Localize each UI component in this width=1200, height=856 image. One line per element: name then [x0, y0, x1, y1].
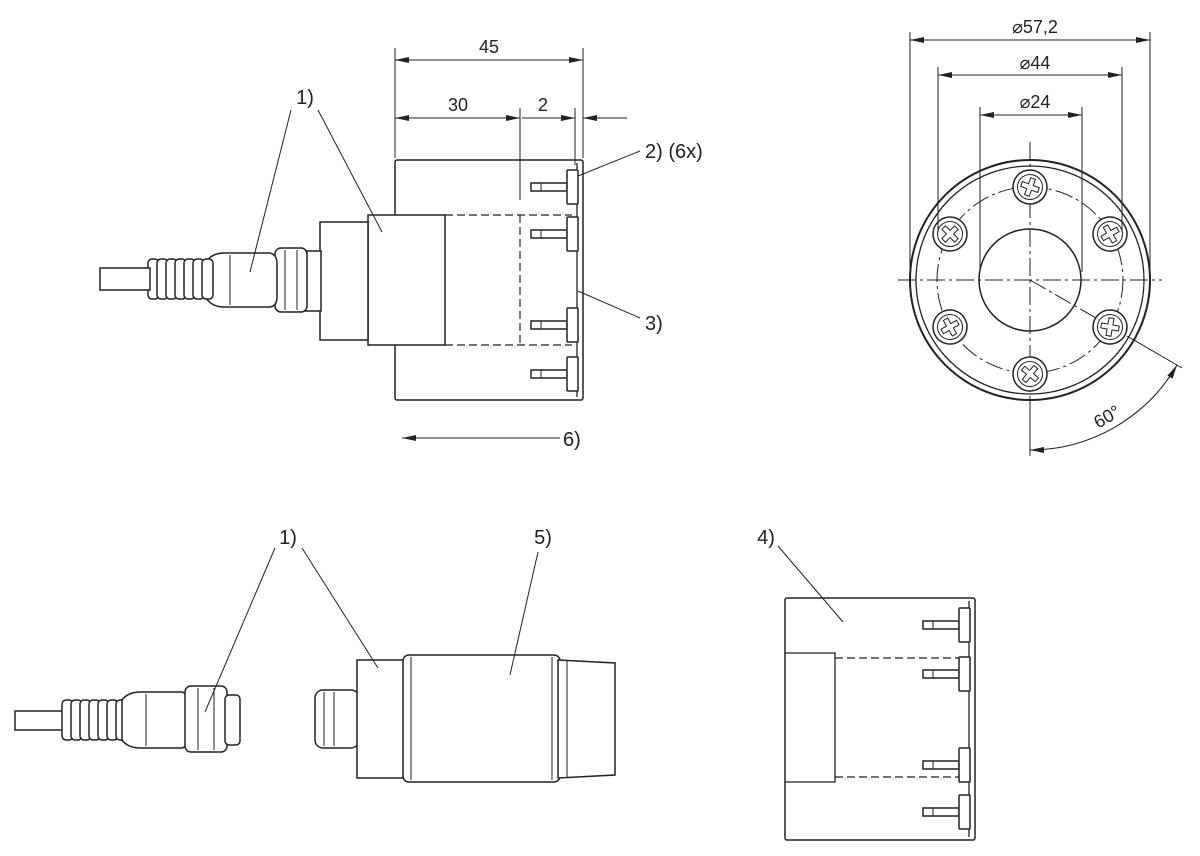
- boot-ridge: [201, 258, 214, 300]
- screw-shaft: [530, 182, 568, 192]
- angle-dimension-arc: [1029, 364, 1178, 453]
- phillips-screw-icon: [1012, 169, 1048, 205]
- connector-body: [121, 691, 189, 749]
- leader-line: [204, 547, 276, 713]
- phillips-screw-icon: [1092, 216, 1128, 252]
- mount-view: 4): [757, 527, 976, 841]
- screw-shaft: [530, 320, 568, 330]
- leader-line: [301, 547, 379, 669]
- mount-inner-step: [785, 652, 836, 783]
- screw-shaft: [922, 620, 960, 630]
- phillips-screw-icon: [932, 216, 968, 252]
- screw-side: [922, 607, 971, 643]
- dimension-label-bore: ⌀24: [1020, 92, 1051, 112]
- screw-head-inner: [1017, 174, 1043, 200]
- side-screws: [922, 607, 971, 830]
- screw-head: [566, 216, 579, 252]
- front-screws: [932, 169, 1128, 392]
- callout-label-2: 2) (6x): [645, 141, 703, 163]
- screw-head: [958, 747, 971, 783]
- leader-line: [249, 109, 292, 273]
- screw-side: [530, 169, 579, 205]
- leader-line: [777, 545, 844, 623]
- leader-line: [509, 551, 539, 676]
- cable-boot: [147, 258, 214, 300]
- cable: [14, 710, 66, 731]
- screw-side: [530, 307, 579, 343]
- sensor-front-cap: [557, 659, 616, 779]
- callout-label-5: 5): [534, 527, 552, 549]
- cable-boot: [61, 699, 128, 741]
- phillips-screw-icon: [1092, 309, 1128, 345]
- mount-housing: [784, 597, 976, 841]
- dimension-label-outer: ⌀57,2: [1012, 17, 1058, 37]
- screw-side: [530, 356, 579, 392]
- screw-head: [566, 307, 579, 343]
- screw-side: [530, 216, 579, 252]
- screw-head-inner: [1097, 314, 1123, 340]
- screw-head: [958, 794, 971, 830]
- connector-socket: [224, 694, 241, 746]
- callout-label-1: 1): [296, 87, 314, 109]
- dimension-label-bolt-circle: ⌀44: [1020, 53, 1051, 73]
- sensor-body: [367, 214, 446, 346]
- phillips-screw-icon: [932, 309, 968, 345]
- sensor-rear-tube: [319, 221, 369, 341]
- screw-shaft: [530, 369, 568, 379]
- callout-label-4: 4): [757, 527, 775, 549]
- screw-cross-slot: [1100, 317, 1120, 337]
- leader-line: [577, 150, 641, 177]
- connector-body: [205, 252, 278, 308]
- screw-head: [566, 169, 579, 205]
- leader-line: [577, 290, 641, 319]
- screw-head: [958, 607, 971, 643]
- screw-head-inner: [937, 221, 963, 247]
- dimension-label-45: 45: [479, 37, 499, 57]
- dimension-label-2: 2: [538, 95, 548, 115]
- side-view-assembled: 45 30 2 1) 2) (6x) 3) 6): [99, 37, 703, 451]
- screw-head: [1012, 169, 1048, 205]
- angle-center-line: [1029, 279, 1111, 327]
- screw-cross-slot: [1100, 224, 1120, 244]
- screw-head: [958, 656, 971, 692]
- screw-head-inner: [1097, 221, 1123, 247]
- sensor-rear-tube: [356, 659, 408, 779]
- cable: [99, 267, 151, 291]
- screw-head: [932, 309, 968, 345]
- dimension-label-30: 30: [448, 95, 468, 115]
- screw-shaft: [922, 807, 960, 817]
- screw-head: [566, 356, 579, 392]
- sensor-plug: [314, 689, 360, 749]
- connector-nut: [184, 685, 228, 753]
- sensor-view-exploded: 1) 5): [14, 527, 616, 783]
- screw-head-inner: [937, 314, 963, 340]
- leader-line: [317, 109, 383, 233]
- front-view: ⌀57,2 ⌀44 ⌀24 60°: [898, 17, 1183, 456]
- screw-side: [922, 656, 971, 692]
- side-screws: [530, 169, 579, 392]
- screw-shaft: [922, 760, 960, 770]
- screw-side: [922, 747, 971, 783]
- screw-cross-slot: [940, 317, 960, 337]
- screw-shaft: [922, 669, 960, 679]
- callout-label-1: 1): [279, 527, 297, 549]
- screw-shaft: [530, 229, 568, 239]
- connector-nut: [274, 247, 308, 313]
- callout-label-3: 3): [645, 313, 663, 335]
- screw-cross-slot: [941, 225, 959, 243]
- angle-reference-line: [1126, 335, 1183, 369]
- screw-head: [1092, 216, 1128, 252]
- screw-cross-slot: [1020, 177, 1040, 197]
- sensor-housing: [402, 654, 561, 783]
- angle-label: 60°: [1090, 401, 1124, 432]
- callout-label-6: 6): [563, 429, 581, 451]
- screw-side: [922, 794, 971, 830]
